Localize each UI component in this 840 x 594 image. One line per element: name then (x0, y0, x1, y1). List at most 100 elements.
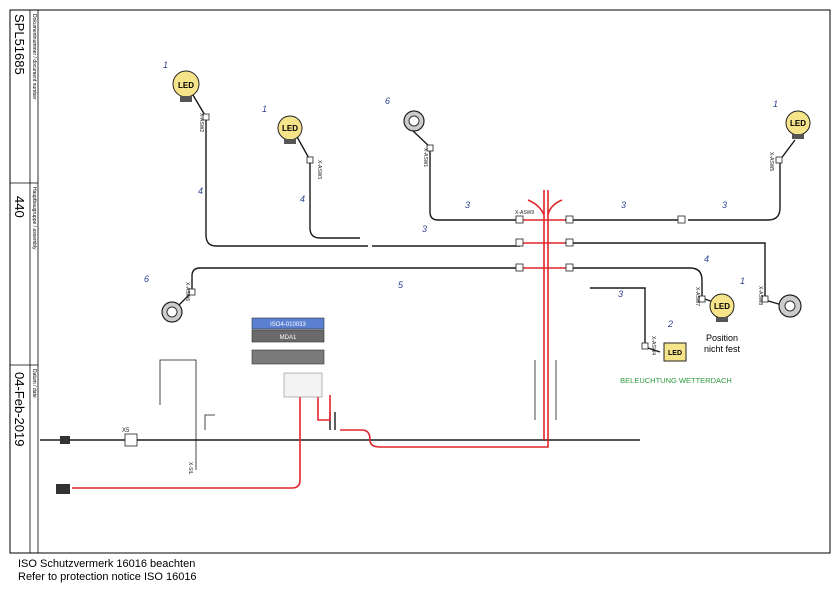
lamp-led-position: LED Position nicht fest (704, 293, 741, 354)
cable-4-mid (295, 134, 360, 239)
module-name: MDA1 (280, 335, 297, 341)
led-label: LED (714, 302, 730, 311)
cable-4-right (572, 267, 717, 304)
callout-number: 1 (262, 104, 267, 114)
connector-label: X-ASW4 (650, 336, 656, 355)
connector-box (698, 295, 706, 303)
lamp-led-2: LED (277, 115, 303, 144)
connector-label: X-ASW8 (757, 286, 763, 305)
lamp-led-weatherroof: LED BELEUCHTUNG WETTERDACH (620, 342, 732, 385)
callout-number: 4 (300, 194, 305, 204)
callout-number: 4 (704, 254, 709, 264)
cable-3-top (411, 129, 520, 221)
lamp-lens (408, 115, 420, 127)
protection-notice-de: ISO Schutzvermerk 16016 beachten (18, 558, 196, 570)
battery-plug-icon (56, 484, 70, 494)
callout-number: 3 (465, 200, 470, 210)
callout-number: 1 (163, 60, 168, 70)
power-to-battery (72, 395, 301, 489)
connector-box (426, 144, 434, 152)
connector-box (565, 215, 574, 224)
cable-3-right-low (565, 242, 783, 306)
module-block (251, 349, 325, 365)
connector-label: X-ASW7 (694, 287, 700, 306)
connector-markers (124, 113, 783, 447)
connector-label: X5 (122, 428, 130, 434)
callout-number: 3 (422, 224, 427, 234)
group-label: Hauptbaugruppe / assembly (31, 187, 37, 250)
control-module: ISO4-010033 MDA1 (251, 317, 325, 398)
cable-4-left (189, 89, 368, 247)
cable-3-far-right (688, 139, 796, 221)
date-label: Datum / date (31, 369, 37, 398)
connector-label: X-SIL (187, 462, 193, 475)
callout-number: 3 (722, 200, 727, 210)
lamp-mount (792, 134, 804, 139)
connector-label: X-ASW3 (316, 160, 322, 179)
connector-labels: X-ASW2 X-ASW3 X-ASW1 X-ASW5 X-ASW6 X-ASW… (122, 113, 774, 475)
power-splice (527, 199, 563, 216)
module-name: ISO4-010033 (270, 322, 306, 328)
aux-branch-3 (534, 360, 557, 420)
callout-number: 4 (198, 186, 203, 196)
connector-box (775, 156, 783, 164)
power-lines (72, 190, 572, 489)
lamp-mount (284, 139, 296, 144)
module-block (251, 329, 325, 343)
position-note-2: nicht fest (704, 344, 741, 354)
connector-label: X-ASW1 (422, 148, 428, 167)
lamp-6-right (778, 294, 802, 318)
connector-box (306, 156, 314, 164)
group-number: 440 (12, 196, 27, 218)
connector-box (515, 263, 524, 272)
protection-notice-en: Refer to protection notice ISO 16016 (18, 571, 197, 583)
callout-number: 1 (740, 276, 745, 286)
aux-branch (159, 359, 197, 470)
lamp-mount (716, 317, 728, 322)
lamp-led-right: LED (785, 110, 811, 139)
connector-box (515, 215, 524, 224)
connector-label: X-ASW6 (184, 282, 190, 301)
connector-label: X-ASW5 (768, 152, 774, 171)
connector-label: X-ASW9 (515, 210, 534, 216)
lamp-lens (166, 306, 178, 318)
connector-box (565, 238, 574, 247)
connector-label: X-ASW2 (198, 113, 204, 132)
led-label: LED (282, 124, 298, 133)
callout-number: 5 (398, 280, 404, 290)
fuse-box (283, 372, 323, 398)
module-header (251, 317, 325, 330)
callout-number: 3 (621, 200, 626, 210)
callouts: 1 1 6 1 6 1 2 4 4 4 5 3 3 3 3 3 (144, 60, 778, 329)
led-label: LED (178, 81, 194, 90)
doc-number: SPL51685 (12, 14, 27, 75)
cable-5 (175, 267, 520, 309)
connector-box (188, 288, 196, 296)
position-note-1: Position (706, 333, 738, 343)
weatherroof-note: BELEUCHTUNG WETTERDACH (620, 376, 732, 385)
power-module-loop (317, 395, 331, 421)
connector-box (761, 295, 769, 303)
led-label: LED (790, 119, 806, 128)
cable-3-weatherroof (590, 287, 661, 353)
harness-lines (40, 89, 796, 470)
lamp-mount (180, 96, 192, 102)
battery-connector (56, 436, 70, 494)
callout-number: 3 (618, 289, 623, 299)
connector-box (677, 215, 686, 224)
lamp-6-left (161, 301, 183, 323)
connector-box (515, 238, 524, 247)
power-to-module (340, 429, 549, 448)
lamp-lens (784, 300, 796, 312)
drawing-frame (9, 9, 831, 554)
led-label: LED (668, 350, 682, 357)
doc-number-label: Dokumentnummer / document number (31, 14, 37, 100)
date-value: 04-Feb-2019 (12, 372, 27, 446)
connector-box (641, 342, 649, 350)
lamp-6-top (403, 110, 425, 132)
aux-branch-2 (204, 414, 215, 430)
connector-box (202, 113, 210, 121)
led-lamp-icon (663, 342, 687, 362)
connector-x5 (124, 433, 138, 447)
